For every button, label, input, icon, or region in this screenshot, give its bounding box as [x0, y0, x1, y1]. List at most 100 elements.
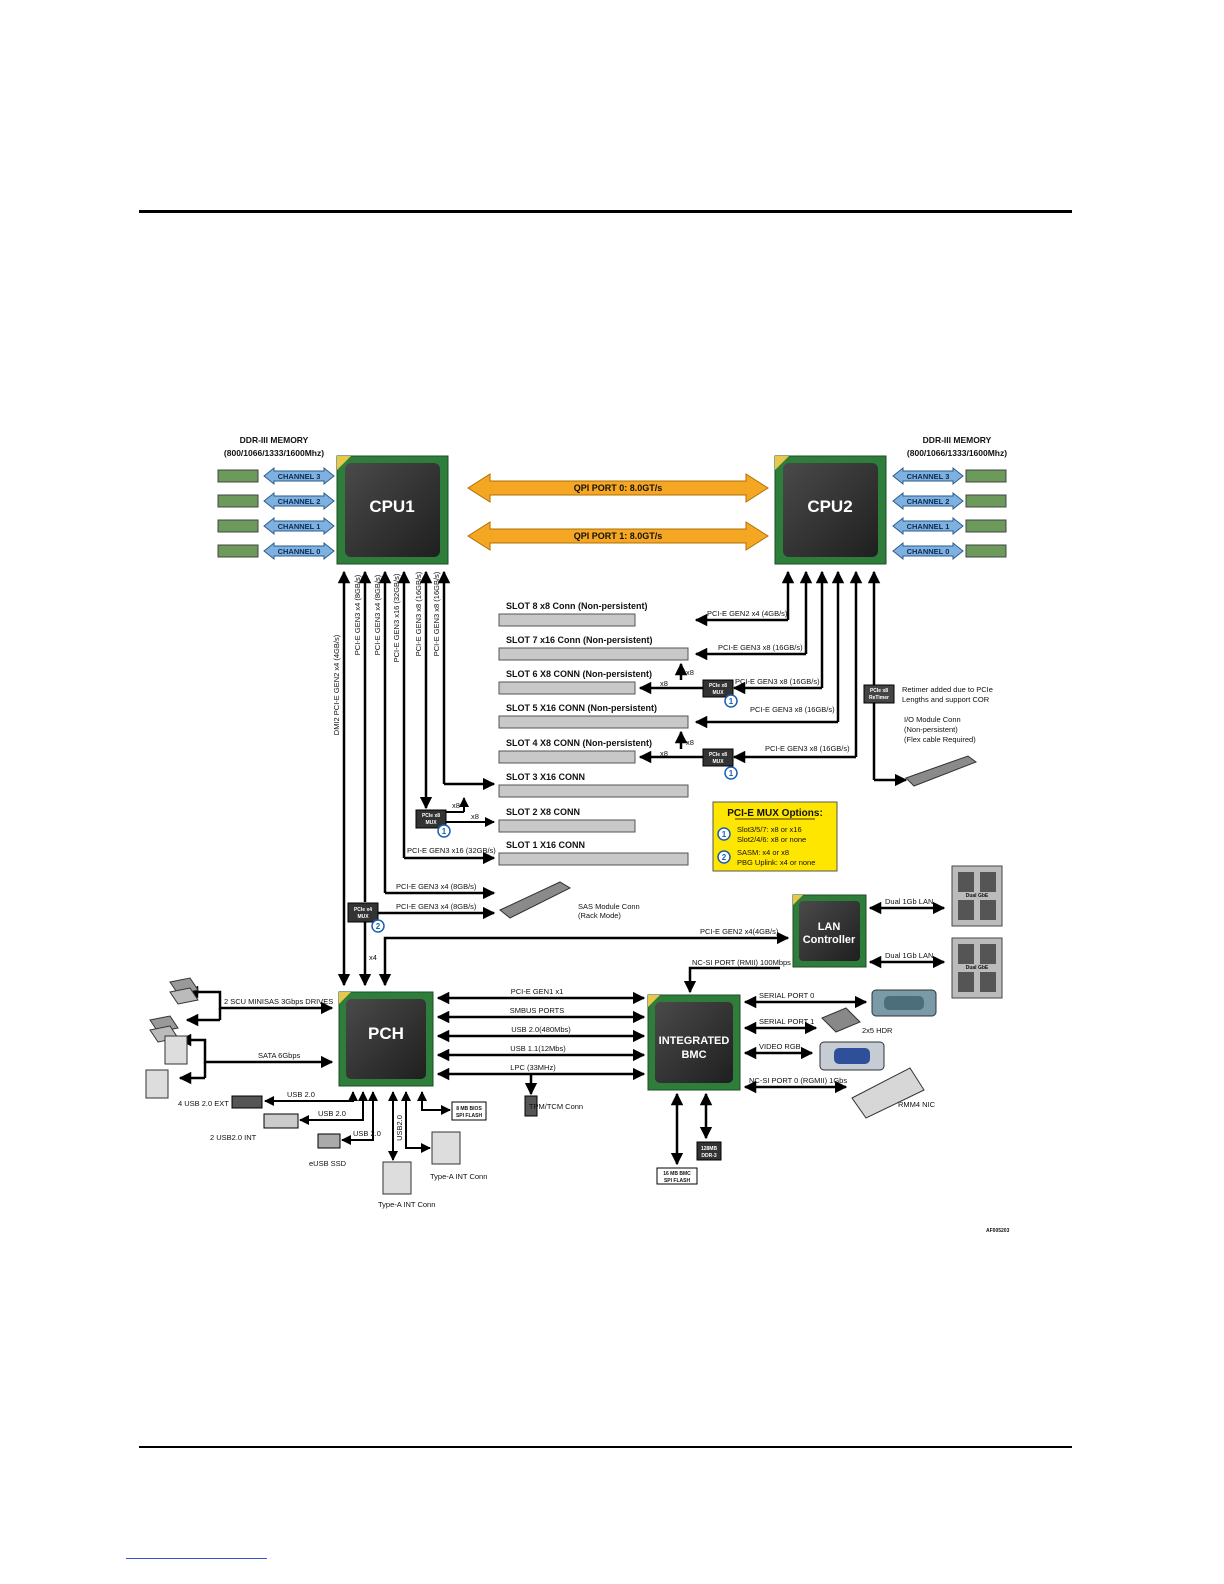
mux-chip-slot6: PCIe x8 MUX 1: [702, 679, 738, 708]
dimm-left-3: [217, 469, 259, 483]
dimm-right-3: [965, 469, 1007, 483]
bmc-ddr-line1: 128MB: [701, 1146, 718, 1152]
qpi-port0-arrow: [467, 473, 769, 503]
bmc-flash-line2: SPI FLASH: [664, 1178, 691, 1184]
legend-option-2-icon: [717, 850, 731, 864]
channel-arrow-left-3: [263, 466, 335, 486]
dimm-left-2: [217, 494, 259, 508]
serial0-label: SERIAL PORT 0: [759, 991, 814, 1000]
esd-link: [341, 1091, 378, 1145]
qpi-port1-label: QPI PORT 1: 8.0GT/s: [574, 531, 663, 541]
retimer-chip: PCIe x8 ReTimer: [863, 684, 895, 704]
dimm-left-1: [217, 519, 259, 533]
slot-7-label: SLOT 7 x16 Conn (Non-persistent): [506, 635, 653, 645]
io-module-connector: [905, 755, 978, 787]
footer-rule: [139, 1446, 1072, 1448]
bmc-right-links: [743, 995, 868, 1094]
mux-options-legend: PCI-E MUX Options: 1 Slot3/5/7: x8 or x1…: [712, 801, 838, 872]
cpu1-link-label-0: DMI2 PCI-E GEN2 x4 (4GB/s): [332, 634, 341, 735]
channel-arrow-right-1: [892, 516, 964, 536]
channel-label-right-3: CHANNEL 3: [907, 472, 950, 481]
serial1-header: [821, 1007, 861, 1033]
legend-option-1-icon: [717, 827, 731, 841]
pch-lane-label: x4: [369, 953, 377, 962]
smbus-label: SMBUS PORTS: [510, 1006, 564, 1015]
cpu2-link-labels: PCI-E GEN2 x4 (4GB/s) PCI-E GEN3 x8 (16G…: [660, 609, 850, 758]
sata-link: [178, 1033, 334, 1069]
mux-slot4-number: 1: [729, 769, 734, 778]
pch-chip: PCH: [338, 991, 434, 1087]
mux-slot4-line1: PCIe x8: [709, 752, 727, 758]
retimer-note-1: Retimer added due to PCIe: [902, 685, 993, 694]
typea-int2-link: [401, 1091, 431, 1153]
lan-port-label-2: Dual 1Gb LAN: [885, 951, 933, 960]
lan-links: [378, 901, 946, 994]
memory-title-right: DDR-III MEMORY: [923, 435, 992, 445]
mux-slot6-line1: PCIe x8: [709, 683, 727, 689]
bios-line1: 8 MB BIOS: [456, 1106, 482, 1112]
mux-slot6-number: 1: [729, 697, 734, 706]
sas-link-label-a: PCI-E GEN3 x4 (8GB/s): [396, 882, 477, 891]
retimer-note-2: Lengths and support COR: [902, 695, 990, 704]
mux-slot4-line2: MUX: [712, 759, 724, 765]
sata-connector-1: [164, 1035, 188, 1065]
legend-title: PCI-E MUX Options:: [727, 808, 823, 819]
rj45-jack-1: Dual GbE: [951, 865, 1003, 927]
memory-speeds-right: (800/1066/1333/1600Mhz): [907, 448, 1007, 458]
usb20-label: USB 2.0(480Mbs): [511, 1025, 571, 1034]
lan-chip-line1: LAN: [818, 921, 841, 933]
retimer-line2: ReTimer: [869, 695, 889, 701]
channel-arrows-right: CHANNEL 3 CHANNEL 2 CHANNEL 1 CHANNEL 0: [892, 466, 964, 561]
slot6-lane-label: x8: [660, 679, 668, 688]
legend-opt1-line1: Slot3/5/7: x8 or x16: [737, 825, 802, 834]
mux-option-1-icon: [437, 824, 451, 838]
pch-left-links: [178, 985, 334, 1085]
esd-label: eUSB SSD: [309, 1159, 347, 1168]
esd-link-label: USB 2.0: [353, 1129, 381, 1138]
dimm-right-2: [965, 494, 1007, 508]
drive-icons: [145, 977, 199, 1099]
mux-chip-x4: PCIe x4 MUX 2: [347, 902, 385, 933]
legend-opt2-line1: SASM: x4 or x8: [737, 848, 789, 857]
lpc-label: LPC (33MHz): [510, 1063, 556, 1072]
serial1-label: SERIAL PORT 1: [759, 1017, 814, 1026]
legend-opt1-line2: Slot2/4/6: x8 or none: [737, 835, 806, 844]
slot-5-label: SLOT 5 X16 CONN (Non-persistent): [506, 703, 657, 713]
mux-x4-line1: PCIe x4: [354, 907, 372, 913]
mux-x4-line2: MUX: [357, 914, 369, 920]
mux-slot2-number: 1: [442, 827, 447, 836]
slot6-link-label: PCI-E GEN3 x8 (16GB/s): [735, 677, 820, 686]
typea-int-label: Type-A INT Conn: [378, 1200, 435, 1209]
slot7-link-label: PCI-E GEN3 x8 (16GB/s): [718, 643, 803, 652]
bmc-spi-flash: 16 MB BMC SPI FLASH: [656, 1167, 698, 1185]
ncsi-rgmii-label: NC-SI PORT 0 (RGMII) 1Gbs: [749, 1076, 847, 1085]
bios-line2: SPI FLASH: [456, 1113, 483, 1119]
usb-vertical-label: USB2.0: [395, 1115, 404, 1141]
rj45-jack-2-label: Dual GbE: [966, 965, 989, 971]
bios-flash: 8 MB BIOS SPI FLASH: [451, 1101, 487, 1121]
bmc-line1: INTEGRATED: [659, 1035, 730, 1047]
lan-chip-line2: Controller: [803, 934, 856, 946]
bmc-bottom-links: [670, 1092, 713, 1166]
mux-option-2-icon: [371, 919, 385, 933]
esd-connector: [317, 1133, 341, 1149]
serial0-connector: [871, 989, 937, 1017]
slot8-link-label: PCI-E GEN2 x4 (4GB/s): [707, 609, 788, 618]
bios-link: [417, 1091, 451, 1115]
slot-7-conn: [498, 647, 689, 661]
dimm-right-1: [965, 519, 1007, 533]
usb-int-link-label: USB 2.0: [318, 1109, 346, 1118]
channel-arrow-right-2: [892, 491, 964, 511]
channel-arrow-left-2: [263, 491, 335, 511]
slot-6-label: SLOT 6 X8 CONN (Non-persistent): [506, 669, 652, 679]
legend-option-2-number: 2: [722, 853, 727, 862]
slot2-lane-label: x8: [471, 812, 479, 821]
slot5-lane-label: x8: [686, 738, 694, 747]
vga-connector: [819, 1041, 885, 1071]
slot-6-conn: [498, 681, 636, 695]
document-id: AF005203: [986, 1228, 1010, 1234]
rj45-jack-1-label: Dual GbE: [966, 893, 989, 899]
channel-label-right-2: CHANNEL 2: [907, 497, 950, 506]
mux-option-1-icon: [724, 766, 738, 780]
